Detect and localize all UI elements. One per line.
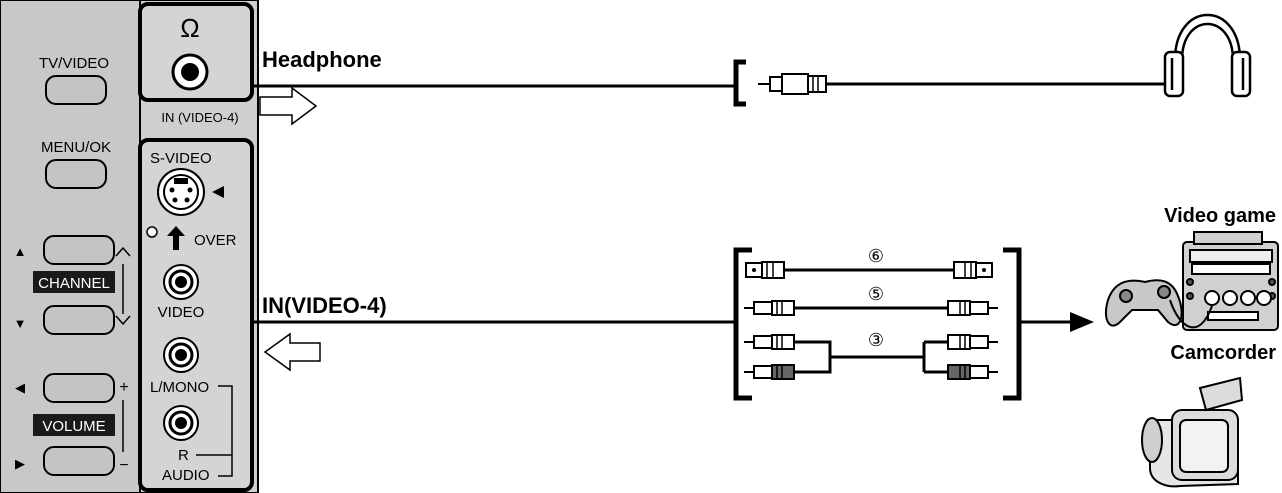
- l-mono-label: L/MONO: [150, 379, 209, 396]
- headphone-plug: [758, 73, 827, 95]
- cable-bracket-left: [733, 247, 752, 401]
- plus-icon: +: [119, 379, 128, 396]
- cable-bracket-right: [1003, 247, 1022, 401]
- audio-bracket: [196, 385, 233, 477]
- s-video-cable-number: ⑥: [868, 246, 884, 266]
- volume-down-button[interactable]: [43, 373, 115, 403]
- video-game-label: Video game: [1164, 205, 1276, 227]
- video-cable: [743, 300, 999, 316]
- up-arrow-icon: [167, 226, 185, 250]
- output-arrow-icon: [259, 86, 318, 126]
- video-label: VIDEO: [158, 304, 205, 321]
- s-video-cable: [745, 261, 993, 279]
- minus-icon: −: [119, 457, 128, 474]
- headphone-symbol-icon: Ω: [180, 13, 199, 43]
- headphone-bracket: [733, 59, 746, 107]
- volume-label-bg: [33, 414, 115, 436]
- input-jacks-box: [138, 138, 254, 492]
- audio-cable-number: ③: [868, 330, 884, 350]
- headphone-title: Headphone: [262, 47, 382, 72]
- caret-down-icon: [115, 315, 131, 326]
- s-video-pointer-icon: [212, 186, 224, 198]
- game-console-icon: [1182, 231, 1279, 331]
- r-label: R: [178, 447, 189, 464]
- s-video-jack[interactable]: [157, 168, 205, 216]
- audio-label: AUDIO: [162, 467, 210, 484]
- r-jack[interactable]: [163, 405, 199, 441]
- channel-down-icon: ▼: [14, 316, 27, 331]
- camcorder-icon: [1141, 376, 1244, 488]
- volume-right-icon: ▶: [15, 456, 25, 471]
- camcorder-label: Camcorder: [1170, 342, 1276, 364]
- l-mono-jack[interactable]: [163, 337, 199, 373]
- s-video-label: S-VIDEO: [150, 150, 212, 167]
- volume-left-icon: ◀: [15, 380, 25, 395]
- game-controller-icon: [1104, 279, 1213, 329]
- channel-up-icon: ▲: [14, 244, 27, 259]
- channel-label-bg: [33, 271, 115, 293]
- arrow-right-icon: [1070, 312, 1094, 332]
- tv-video-label: TV/VIDEO: [39, 55, 109, 72]
- menu-ok-button[interactable]: [45, 159, 107, 189]
- channel-up-button[interactable]: [43, 235, 115, 265]
- tv-video-button[interactable]: [45, 75, 107, 105]
- channel-label: CHANNEL: [38, 275, 110, 292]
- caret-up-icon: [115, 246, 131, 257]
- video-cable-number: ⑤: [868, 284, 884, 304]
- headphone-jack-box: [138, 2, 254, 102]
- volume-up-button[interactable]: [43, 446, 115, 476]
- in-video4-title: IN(VIDEO-4): [262, 293, 387, 318]
- over-label: OVER: [194, 232, 237, 249]
- volume-label: VOLUME: [42, 418, 105, 435]
- video-jack[interactable]: [163, 264, 199, 300]
- over-indicator: [146, 226, 158, 238]
- audio-cable: [743, 334, 999, 380]
- in-video4-small-label: IN (VIDEO-4): [161, 110, 238, 125]
- channel-down-button[interactable]: [43, 305, 115, 335]
- input-arrow-icon: [263, 332, 321, 372]
- headphones-icon: [1163, 13, 1252, 98]
- menu-ok-label: MENU/OK: [41, 139, 111, 156]
